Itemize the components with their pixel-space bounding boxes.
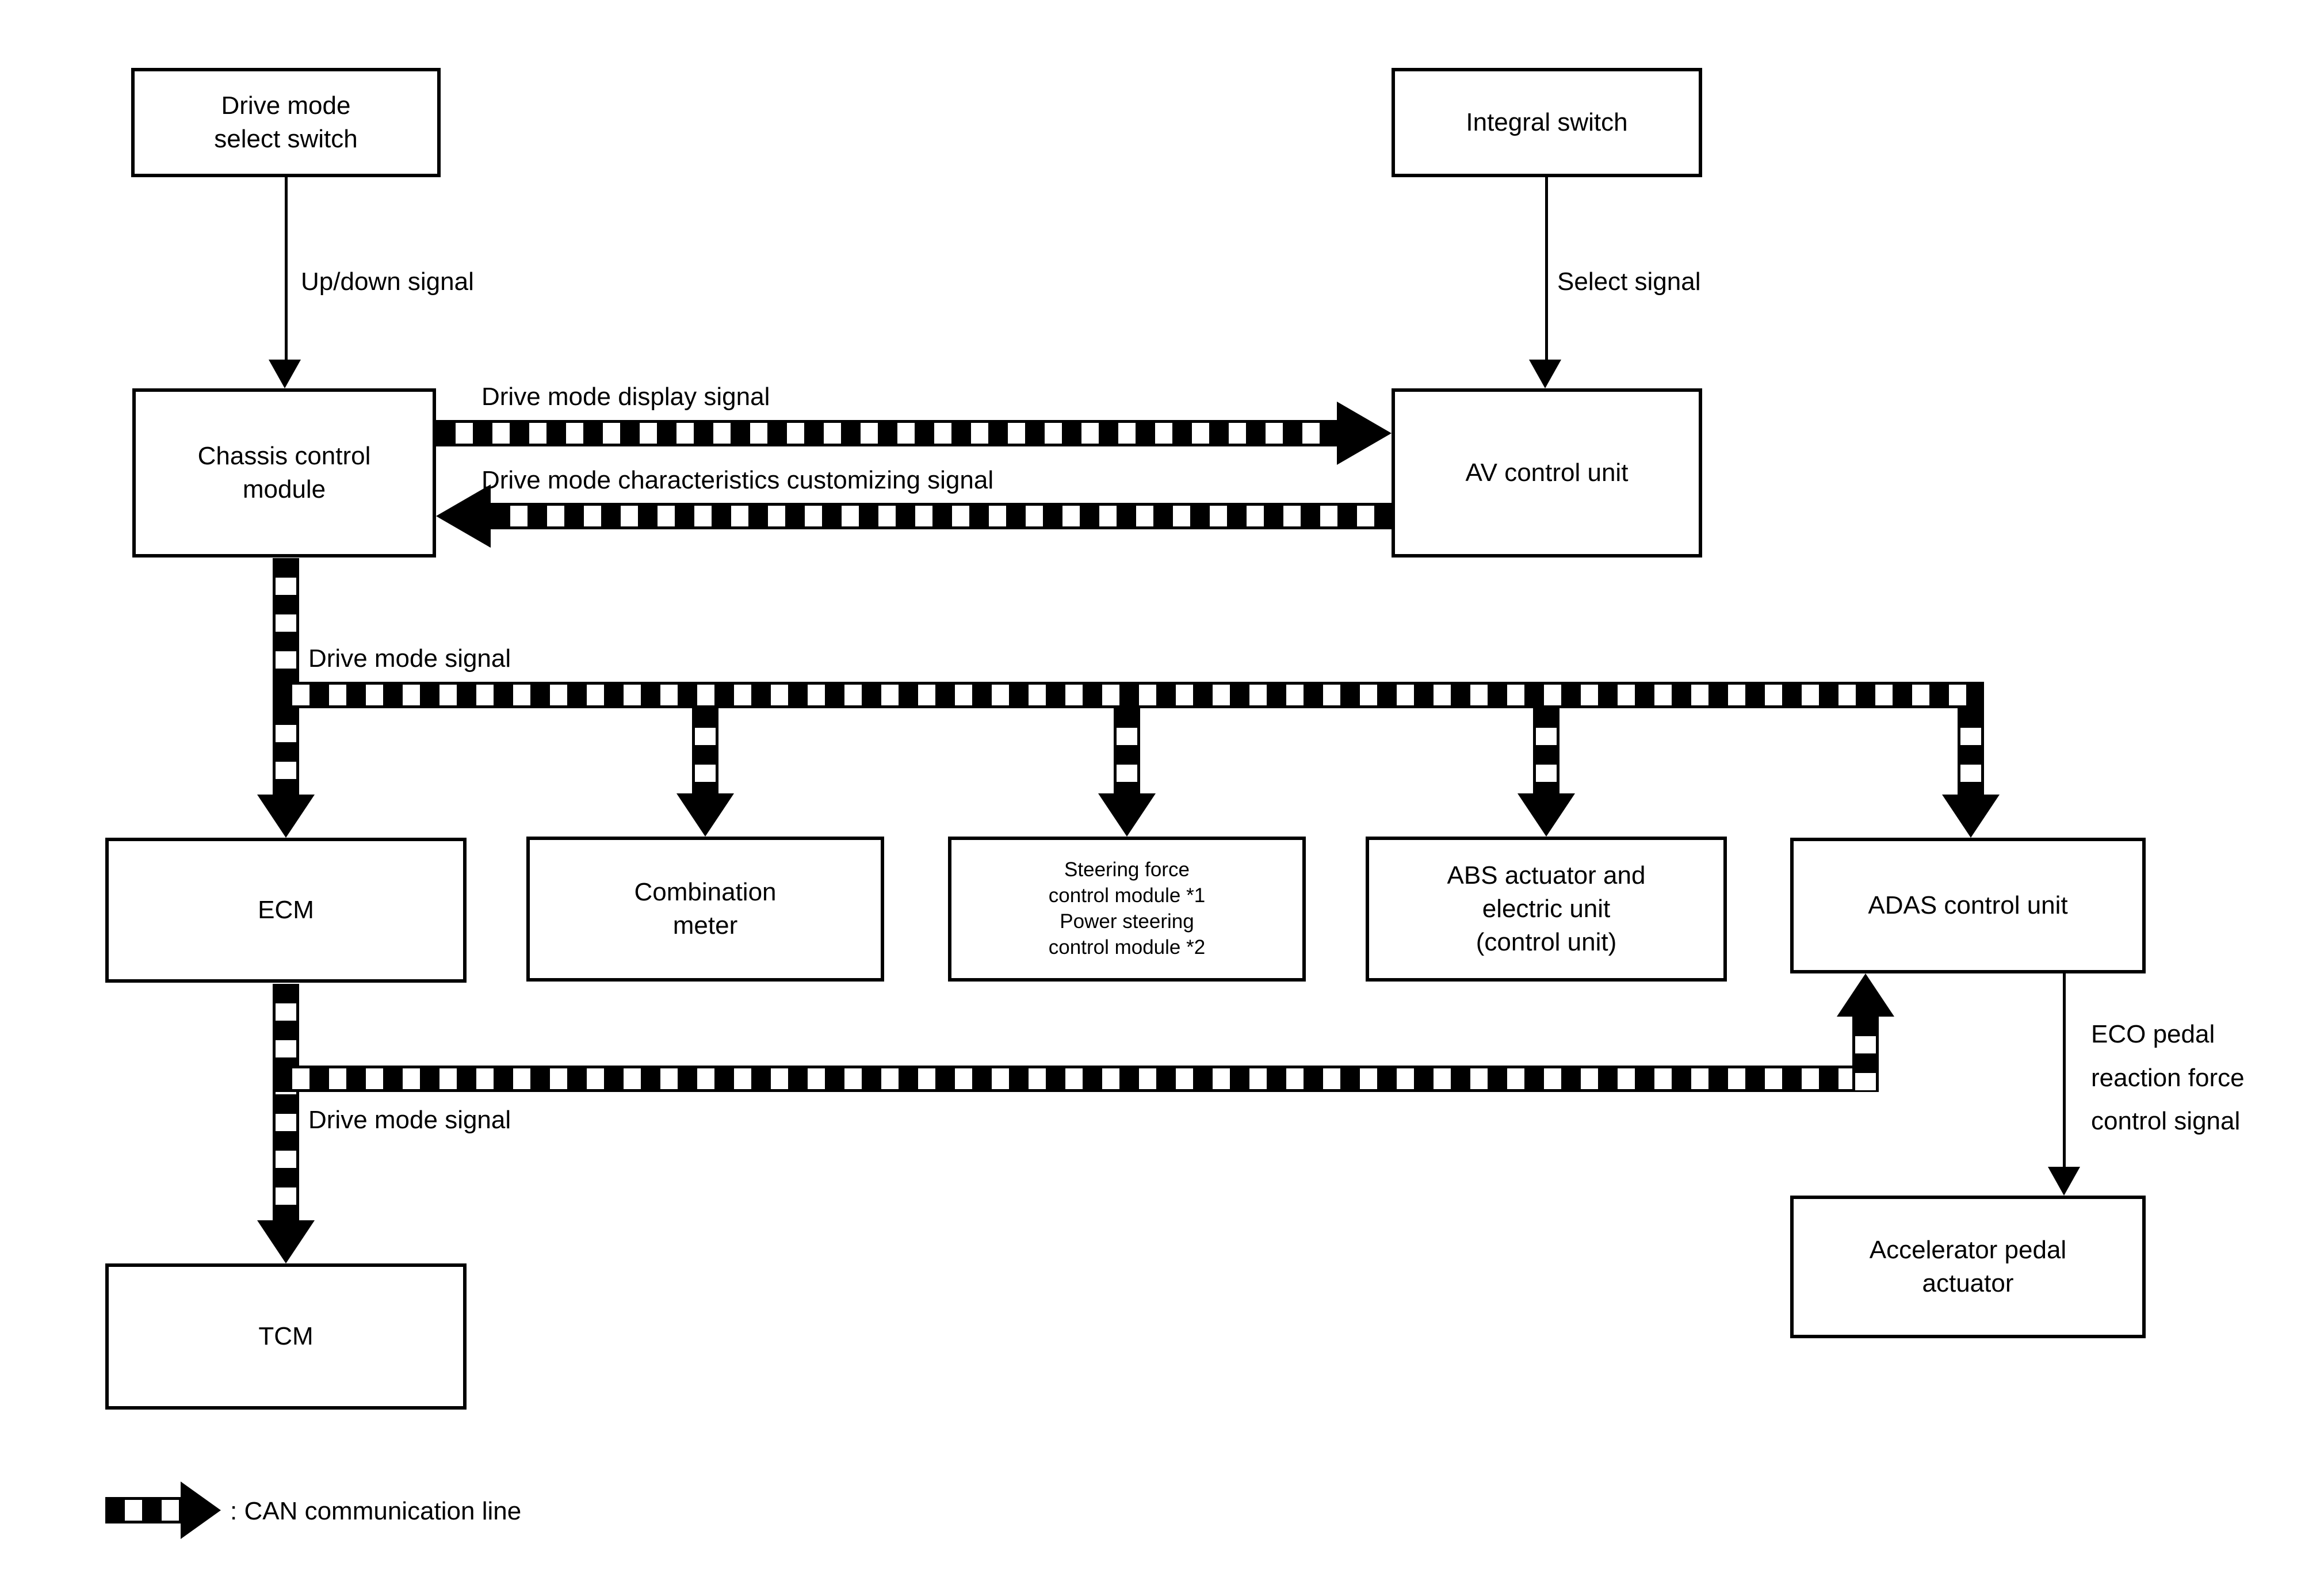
node-label: ADAS control unit [1868,891,2068,919]
legend-can-line-label: : CAN communication line [230,1497,522,1525]
arrowhead-down-icon [257,795,315,838]
node-label: Combination meter [634,877,777,940]
arrowhead-down-icon [1098,793,1156,837]
node-combination-meter: Combination meter [526,837,884,982]
connector-adas-to-accelerator [2063,973,2066,1167]
signal-label-drive-mode-characteristics: Drive mode characteristics customizing s… [481,466,994,494]
signal-label-up-down: Up/down signal [301,268,474,296]
signal-label-drive-mode-display: Drive mode display signal [481,383,770,411]
arrowhead-down-icon [2048,1167,2080,1196]
node-accelerator-pedal-actuator: Accelerator pedal actuator [1790,1196,2146,1338]
arrowhead-down-icon [257,1220,315,1263]
node-label: Drive mode select switch [214,91,358,153]
node-label: AV control unit [1465,458,1629,487]
node-chassis-control-module: Chassis control module [132,388,436,558]
node-integral-switch: Integral switch [1392,68,1702,177]
node-steering-force-control-module: Steering force control module *1 Power s… [948,837,1306,982]
arrowhead-down-icon [269,360,301,388]
node-label: Accelerator pedal actuator [1869,1235,2067,1297]
node-label: Steering force control module *1 Power s… [1048,858,1206,959]
can-line-chassis-to-ecm [273,558,299,795]
signal-label-select: Select signal [1557,268,1701,296]
arrowhead-down-icon [1529,360,1561,388]
arrowhead-up-icon [1837,973,1894,1017]
can-bus-drive-mode-signal [273,682,1984,708]
arrowhead-down-icon [1942,795,2000,838]
node-drive-mode-select-switch: Drive mode select switch [131,68,441,177]
can-branch-steering [1114,708,1140,793]
node-ecm: ECM [105,838,467,983]
arrowhead-right-icon [181,1481,221,1539]
can-branch-combination-meter [692,708,718,793]
connector-integral-switch-to-av [1545,177,1548,360]
can-line-ecm-to-adas-riser [1852,1017,1879,1092]
can-branch-abs [1533,708,1559,793]
can-line-display-signal [436,420,1337,446]
node-label: TCM [258,1322,314,1350]
signal-label-drive-mode-2: Drive mode signal [308,1106,511,1134]
node-label: ECM [258,895,314,924]
node-tcm: TCM [105,1263,467,1410]
can-line-ecm-to-adas [273,1066,1879,1092]
can-line-ecm-to-tcm [273,984,299,1220]
node-label: Integral switch [1466,108,1628,136]
signal-label-eco-pedal: ECO pedal reaction force control signal [2091,1020,2245,1136]
arrowhead-left-icon [436,484,491,548]
node-abs-actuator: ABS actuator and electric unit (control … [1366,837,1727,982]
legend-can-line-sample [105,1497,181,1523]
node-adas-control-unit: ADAS control unit [1790,838,2146,973]
node-label: Chassis control module [197,441,371,503]
arrowhead-right-icon [1337,402,1392,465]
arrowhead-down-icon [1518,793,1575,837]
node-label: ABS actuator and electric unit (control … [1447,861,1646,957]
arrowhead-down-icon [676,793,734,837]
connector-select-switch-to-chassis [285,177,288,360]
can-line-customizing-signal [491,503,1392,529]
node-av-control-unit: AV control unit [1392,388,1702,558]
can-branch-adas [1958,708,1984,795]
signal-label-drive-mode-1: Drive mode signal [308,644,511,673]
